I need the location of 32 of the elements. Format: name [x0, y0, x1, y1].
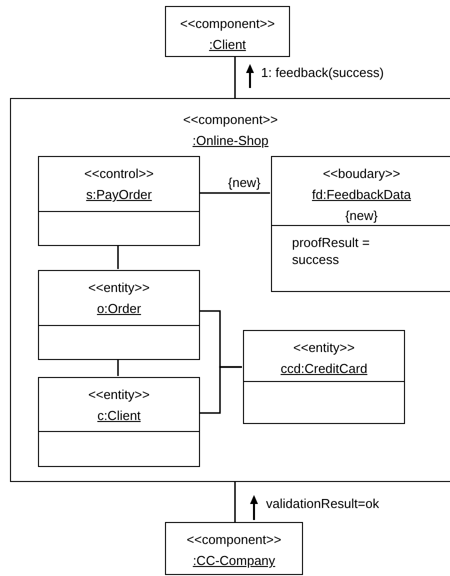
stereotype-label: <<entity>>: [88, 279, 150, 296]
object-box: [38, 156, 200, 246]
stereotype-label: <<control>>: [84, 165, 154, 182]
constraint-label: {new}: [345, 207, 378, 224]
attribute-value: proofResult = success: [292, 234, 371, 268]
connector-line: [234, 57, 236, 98]
component-box: [10, 98, 450, 482]
object-name: s:PayOrder: [86, 186, 152, 203]
stereotype-label: <<component>>: [186, 531, 282, 548]
connector-line: [199, 192, 270, 194]
stereotype-label: <<component>>: [183, 111, 278, 128]
object-name: :CC-Company: [192, 552, 276, 569]
component-box: [165, 522, 303, 575]
stereotype-label: <<boudary>>: [322, 165, 400, 182]
connector-line: [234, 482, 236, 522]
stereotype-label: <<component>>: [180, 15, 275, 32]
object-name: ccd:CreditCard: [280, 360, 368, 377]
connector-line: [117, 359, 119, 376]
object-box: [271, 156, 450, 292]
object-name: :Online-Shop: [192, 132, 268, 149]
stereotype-label: <<entity>>: [293, 339, 355, 356]
object-box: [38, 270, 200, 360]
object-name: c:Client: [97, 407, 141, 424]
connector-line: [117, 245, 119, 269]
connector-line: [199, 366, 242, 414]
object-box: [243, 330, 405, 424]
object-box: [38, 377, 200, 467]
object-name: fd:FeedbackData: [312, 186, 411, 203]
object-name: o:Order: [96, 300, 142, 317]
component-box: [165, 6, 290, 57]
stereotype-label: <<entity>>: [88, 386, 150, 403]
object-name: :Client: [209, 36, 246, 53]
